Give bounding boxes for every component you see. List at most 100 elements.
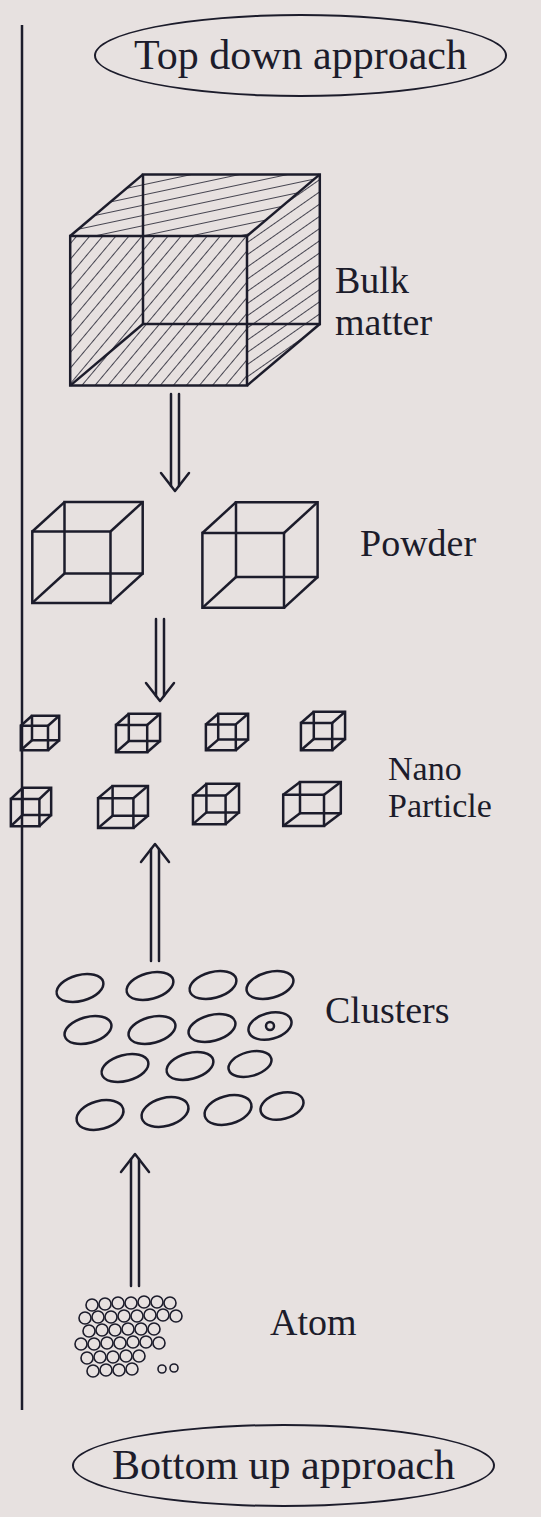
cluster — [125, 1011, 178, 1049]
arrow-stroke — [155, 619, 158, 696]
atom — [96, 1324, 108, 1336]
atom — [170, 1364, 178, 1372]
arrow-stroke — [170, 394, 173, 486]
approach-oval: Top down approach — [94, 14, 507, 97]
atom — [144, 1309, 156, 1321]
atom-dots — [75, 1296, 182, 1377]
cluster — [61, 1011, 114, 1049]
double-arrow — [161, 394, 189, 491]
atom — [122, 1323, 134, 1335]
atom — [81, 1352, 93, 1364]
atom — [88, 1338, 100, 1350]
arrow-stroke — [163, 619, 166, 696]
nano-cube — [193, 784, 239, 824]
atom — [100, 1364, 112, 1376]
nano-cube — [301, 712, 345, 750]
stage-label: Nano Particle — [388, 750, 528, 825]
stage-label: Bulk matter — [335, 260, 500, 344]
cluster — [201, 1090, 255, 1129]
stage-group: Atom — [70, 1290, 380, 1380]
atom — [120, 1350, 132, 1362]
atom — [105, 1311, 117, 1323]
stage-label: Atom — [270, 1302, 370, 1344]
nano-cube — [98, 786, 148, 828]
atom — [114, 1337, 126, 1349]
cluster — [185, 1009, 238, 1047]
stage-group: Bulk matter — [60, 165, 515, 390]
cluster — [186, 966, 239, 1004]
cluster — [163, 1047, 216, 1085]
atom — [135, 1323, 147, 1335]
atom — [86, 1299, 98, 1311]
arrow-stroke — [178, 394, 181, 486]
atom — [92, 1311, 104, 1323]
atom — [170, 1310, 182, 1322]
nano-cube — [21, 716, 59, 751]
stage-label: Clusters — [325, 990, 475, 1032]
atom — [164, 1297, 176, 1309]
stage-group: Clusters — [45, 965, 485, 1150]
atom — [112, 1297, 124, 1309]
atom — [131, 1310, 143, 1322]
cluster — [73, 1095, 127, 1134]
double-arrow — [121, 1154, 149, 1286]
cluster-ellipses — [53, 966, 306, 1135]
atom — [148, 1323, 160, 1335]
cluster — [243, 966, 296, 1004]
atom — [109, 1324, 121, 1336]
atom — [83, 1325, 95, 1337]
cluster — [123, 967, 176, 1005]
cluster — [245, 1008, 294, 1045]
atom — [133, 1350, 145, 1362]
stage-label: Powder — [360, 523, 525, 565]
atom — [107, 1351, 119, 1363]
cube-outline — [70, 174, 320, 385]
margin-line — [21, 25, 24, 1410]
approach-title: Bottom up approach — [112, 1442, 455, 1488]
double-arrow — [141, 844, 169, 961]
nano-cubes — [11, 712, 345, 828]
cluster — [257, 1088, 306, 1125]
arrow-stroke — [121, 1154, 149, 1172]
nano-cube — [283, 782, 341, 826]
arrow-stroke — [130, 1159, 133, 1286]
cluster — [138, 1092, 192, 1131]
cluster — [98, 1049, 151, 1087]
atom — [94, 1351, 106, 1363]
atom — [99, 1298, 111, 1310]
arrow-stroke — [158, 849, 161, 961]
cluster — [226, 1047, 275, 1082]
bulk-cube — [70, 174, 320, 386]
atom — [118, 1310, 130, 1322]
atom — [140, 1336, 152, 1348]
arrow-stroke — [161, 473, 189, 491]
atom — [87, 1365, 99, 1377]
powder-cube — [32, 502, 142, 603]
powder-cubes — [32, 502, 317, 608]
arrow-stroke — [146, 683, 174, 701]
double-arrow — [146, 619, 174, 701]
atom — [125, 1297, 137, 1309]
atom — [75, 1338, 87, 1350]
atom — [101, 1337, 113, 1349]
approach-oval: Bottom up approach — [72, 1424, 495, 1507]
atom — [126, 1363, 138, 1375]
atom — [79, 1312, 91, 1324]
atom — [158, 1365, 166, 1373]
approach-title: Top down approach — [134, 32, 467, 78]
cluster — [53, 969, 106, 1007]
stage-group: Powder — [25, 495, 529, 615]
stage-group: Nano Particle — [8, 705, 535, 840]
cluster-dot — [266, 1022, 274, 1030]
atom — [151, 1296, 163, 1308]
atom — [138, 1296, 150, 1308]
nano-cube — [11, 788, 51, 826]
arrow-stroke — [138, 1159, 141, 1286]
atom — [113, 1364, 125, 1376]
atom — [153, 1337, 165, 1349]
arrow-stroke — [141, 844, 169, 862]
nano-cube — [116, 714, 160, 752]
atom — [157, 1309, 169, 1321]
powder-cube — [202, 502, 317, 608]
